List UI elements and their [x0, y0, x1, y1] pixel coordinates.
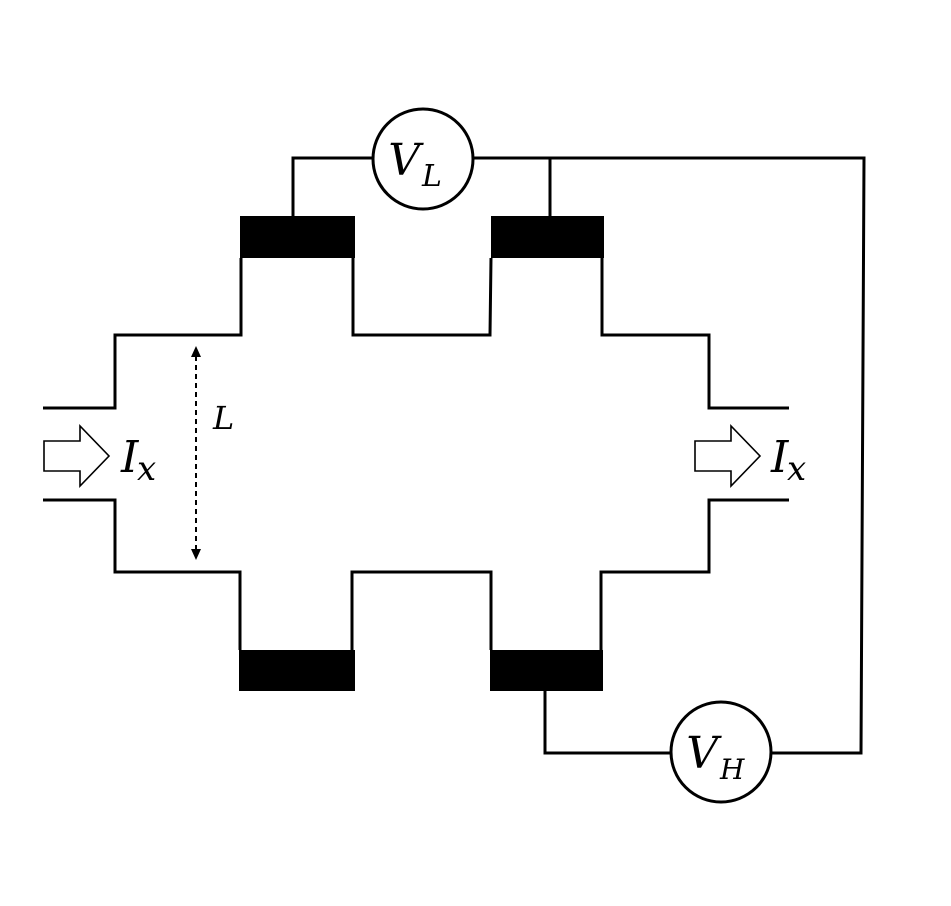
contact-pad-bottom-left: [239, 650, 355, 691]
width-dimension-arrow: [191, 346, 201, 560]
voltmeter-vh: V H: [669, 700, 773, 804]
contact-pad-bottom-right: [490, 650, 603, 691]
wire-vh-left: [543, 691, 670, 755]
voltmeter-vh-symbol: V: [686, 728, 722, 779]
voltmeter-vl-symbol: V: [388, 135, 424, 186]
svg-text:I: I: [120, 432, 140, 483]
hall-bar-outline: [43, 257, 789, 650]
contact-pad-top-left: [240, 216, 355, 258]
voltmeter-vh-subscript: H: [719, 753, 745, 786]
svg-text:x: x: [137, 449, 156, 489]
voltmeter-vl: V L: [371, 107, 475, 211]
current-in-arrow-icon: [43, 424, 111, 488]
current-in-label: I x: [120, 432, 156, 489]
current-out-label: I x: [770, 432, 806, 489]
svg-text:x: x: [787, 449, 806, 489]
wire-vl-left: [291, 156, 374, 216]
voltmeter-vl-subscript: L: [421, 159, 442, 194]
width-label: L: [212, 399, 234, 437]
wire-vl-right: [472, 156, 866, 755]
contact-pad-top-right: [491, 216, 604, 258]
svg-text:I: I: [770, 432, 790, 483]
current-out-arrow-icon: [694, 424, 762, 488]
